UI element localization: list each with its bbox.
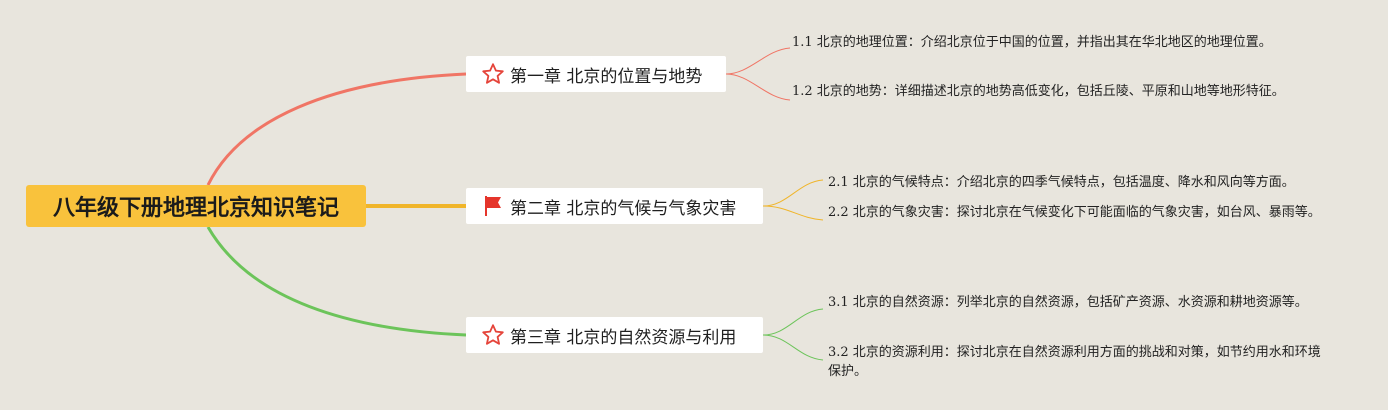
flag-icon	[480, 193, 506, 219]
note-line-3-1	[762, 308, 824, 336]
note-1-1[interactable]: 1.1 北京的地理位置：介绍北京位于中国的位置，并指出其在华北地区的地理位置。	[792, 35, 1272, 50]
chapter-3-topic[interactable]: 第三章 北京的自然资源与利用	[466, 317, 763, 353]
note-line-1-1	[725, 47, 791, 75]
branch-line-chapter-3	[206, 226, 467, 337]
branch-line-chapter-1	[206, 72, 467, 186]
chapter-2-label: 第二章 北京的气候与气象灾害	[510, 198, 737, 219]
root-topic[interactable]: 八年级下册地理北京知识笔记	[26, 185, 366, 227]
note-1-2[interactable]: 1.2 北京的地势：详细描述北京的地势高低变化，包括丘陵、平原和山地等地形特征。	[792, 84, 1285, 99]
note-line-2-1	[762, 179, 824, 207]
note-line-1-2	[725, 73, 791, 101]
chapter-1-topic[interactable]: 第一章 北京的位置与地势	[466, 56, 726, 92]
note-line-3-2	[762, 334, 824, 361]
root-topic-label: 八年级下册地理北京知识笔记	[52, 196, 339, 221]
chapter-1-label: 第一章 北京的位置与地势	[510, 66, 703, 87]
star-icon	[480, 61, 506, 87]
note-line-2-2	[762, 205, 824, 221]
chapter-3-label: 第三章 北京的自然资源与利用	[510, 327, 737, 348]
chapter-2-topic[interactable]: 第二章 北京的气候与气象灾害	[466, 188, 763, 224]
star-icon	[480, 322, 506, 348]
note-3-1[interactable]: 3.1 北京的自然资源：列举北京的自然资源，包括矿产资源、水资源和耕地资源等。	[828, 295, 1308, 310]
note-2-2[interactable]: 2.2 北京的气象灾害：探讨北京在气候变化下可能面临的气象灾害，如台风、暴雨等。	[828, 205, 1321, 220]
note-3-2[interactable]: 3.2 北京的资源利用：探讨北京在自然资源利用方面的挑战和对策，如节约用水和环境…	[828, 345, 1321, 379]
note-2-1[interactable]: 2.1 北京的气候特点：介绍北京的四季气候特点，包括温度、降水和风向等方面。	[828, 175, 1295, 190]
